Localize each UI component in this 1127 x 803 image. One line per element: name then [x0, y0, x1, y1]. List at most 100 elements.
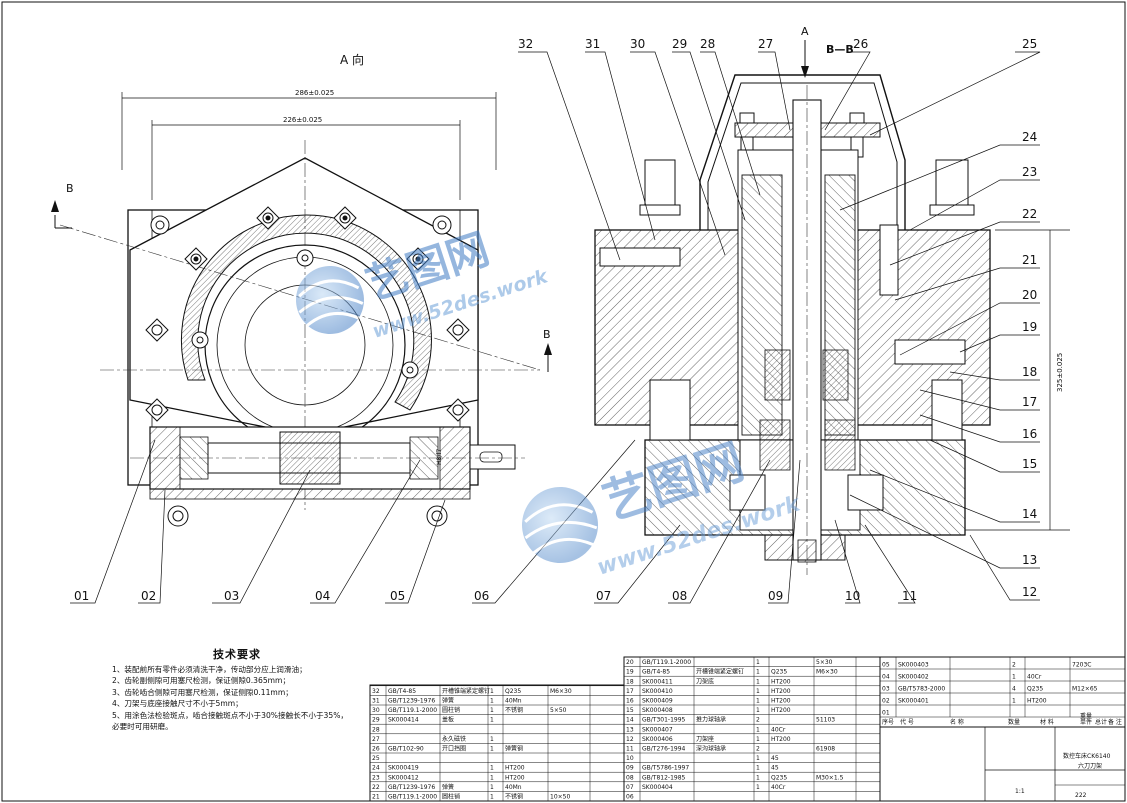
- table-cell: 17: [626, 688, 634, 695]
- table-cell: GB/T1239-1976: [388, 784, 435, 791]
- table-cell: SK000402: [898, 674, 929, 681]
- table-cell: 序号: [882, 718, 894, 726]
- table-cell: 09: [626, 765, 634, 772]
- part-label-08: 08: [672, 589, 687, 603]
- table-cell: 10: [626, 755, 634, 762]
- part-label-06: 06: [474, 589, 489, 603]
- table-cell: 15: [626, 707, 634, 714]
- title-drawing-no: 222: [1075, 792, 1087, 799]
- table-cell: 40Mn: [505, 784, 522, 791]
- table-cell: 20: [626, 659, 634, 666]
- table-cell: Q235: [771, 774, 787, 781]
- section-title: B—B: [826, 43, 854, 56]
- table-cell: 45: [771, 755, 779, 762]
- svg-text:A: A: [801, 25, 809, 38]
- part-label-24: 24: [1022, 130, 1037, 144]
- table-cell: 1: [756, 736, 760, 743]
- table-cell: 1: [1012, 698, 1016, 705]
- tech-req-line-1: 1、装配前所有零件必须清洗干净，传动部分应上润滑油；: [112, 665, 307, 674]
- table-cell: 1: [490, 746, 494, 753]
- table-cell: 1: [756, 688, 760, 695]
- part-label-07: 07: [596, 589, 611, 603]
- title-name-1: 数控车床CK6140: [1063, 752, 1111, 760]
- table-cell: GB/T4-85: [388, 688, 416, 695]
- table-cell: 不锈钢: [505, 793, 523, 801]
- table-cell: 1: [490, 707, 494, 714]
- table-cell: 圆柱销: [442, 793, 460, 801]
- section-b-b: B—B A: [594, 25, 1070, 575]
- table-cell: 1: [756, 707, 760, 714]
- table-cell: 2: [756, 746, 760, 753]
- table-cell: 弹簧钢: [505, 745, 523, 753]
- part-label-01: 01: [74, 589, 89, 603]
- table-cell: 1: [1012, 674, 1016, 681]
- dim-h8f7-label: H8/f7: [436, 449, 443, 465]
- part-label-28: 28: [700, 37, 715, 51]
- table-cell: 28: [372, 726, 380, 733]
- table-cell: 开槽锥端紧定螺钉: [442, 687, 490, 695]
- table-cell: HT200: [505, 774, 525, 781]
- table-cell: 03: [882, 686, 890, 693]
- table-cell: 单件: [1080, 718, 1092, 726]
- section-b-marker-right: B: [543, 328, 552, 372]
- table-cell: 04: [882, 674, 890, 681]
- table-cell: GB/T119.1-2000: [642, 659, 691, 666]
- table-cell: 21: [372, 794, 380, 801]
- part-label-29: 29: [672, 37, 687, 51]
- table-cell: 40Cr: [1027, 674, 1042, 681]
- table-cell: 1: [756, 784, 760, 791]
- table-cell: 重量: [1080, 712, 1092, 720]
- view-a-arrow: A: [801, 25, 809, 78]
- table-cell: 开槽锥端紧定螺钉: [696, 668, 744, 676]
- part-label-10: 10: [845, 589, 860, 603]
- table-cell: 1: [756, 659, 760, 666]
- table-cell: 2: [1012, 662, 1016, 669]
- part-label-21: 21: [1022, 253, 1037, 267]
- table-cell: HT200: [771, 688, 791, 695]
- table-cell: HT200: [505, 765, 525, 772]
- table-cell: GB/T812-1985: [642, 774, 686, 781]
- table-cell: 1: [490, 698, 494, 705]
- table-cell: 数量: [1008, 718, 1020, 726]
- table-cell: 51103: [816, 717, 835, 724]
- cover-housing: [699, 74, 906, 230]
- table-cell: 代 号: [900, 718, 914, 726]
- table-cell: 1: [756, 765, 760, 772]
- table-cell: 32: [372, 688, 380, 695]
- table-cell: GB/T1239-1976: [388, 698, 435, 705]
- table-cell: 5×30: [816, 659, 833, 666]
- table-cell: SK000403: [898, 662, 929, 669]
- part-label-16: 16: [1022, 427, 1037, 441]
- table-cell: SK000406: [642, 736, 673, 743]
- tech-req-line-2: 2、齿轮副侧隙可用塞尺检测，保证侧隙0.365mm；: [112, 676, 291, 686]
- table-cell: 40Cr: [771, 784, 786, 791]
- table-cell: 不锈钢: [505, 706, 523, 714]
- table-cell: GB/T5783-2000: [898, 686, 945, 693]
- table-cell: 弹簧: [442, 697, 454, 705]
- table-cell: GB/T4-85: [642, 669, 670, 676]
- table-cell: 1: [756, 669, 760, 676]
- table-cell: 19: [626, 669, 634, 676]
- table-cell: SK000408: [642, 707, 673, 714]
- view-a-title: A 向: [340, 52, 364, 67]
- table-cell: 5×50: [550, 707, 567, 714]
- table-cell: 30: [372, 707, 380, 714]
- table-cell: 24: [372, 765, 380, 772]
- part-label-25: 25: [1022, 37, 1037, 51]
- table-cell: 1: [490, 784, 494, 791]
- table-cell: GB/T102-90: [388, 746, 424, 753]
- table-cell: 刀架座: [696, 735, 714, 743]
- dim-325-label: 325±0.025: [1056, 353, 1064, 392]
- table-cell: 16: [626, 698, 634, 705]
- title-scale: 1:1: [1015, 788, 1025, 795]
- table-cell: 盖板: [442, 716, 454, 724]
- part-label-15: 15: [1022, 457, 1037, 471]
- table-cell: M6×30: [550, 688, 572, 695]
- dim-286-label: 286±0.025: [295, 89, 334, 97]
- part-label-11: 11: [902, 589, 917, 603]
- table-cell: 06: [626, 794, 634, 801]
- tech-req-line-4: 4、刀架与底座接触尺寸不小于5mm；: [112, 699, 243, 709]
- table-cell: 永久磁铁: [442, 735, 466, 743]
- table-cell: 02: [882, 698, 890, 705]
